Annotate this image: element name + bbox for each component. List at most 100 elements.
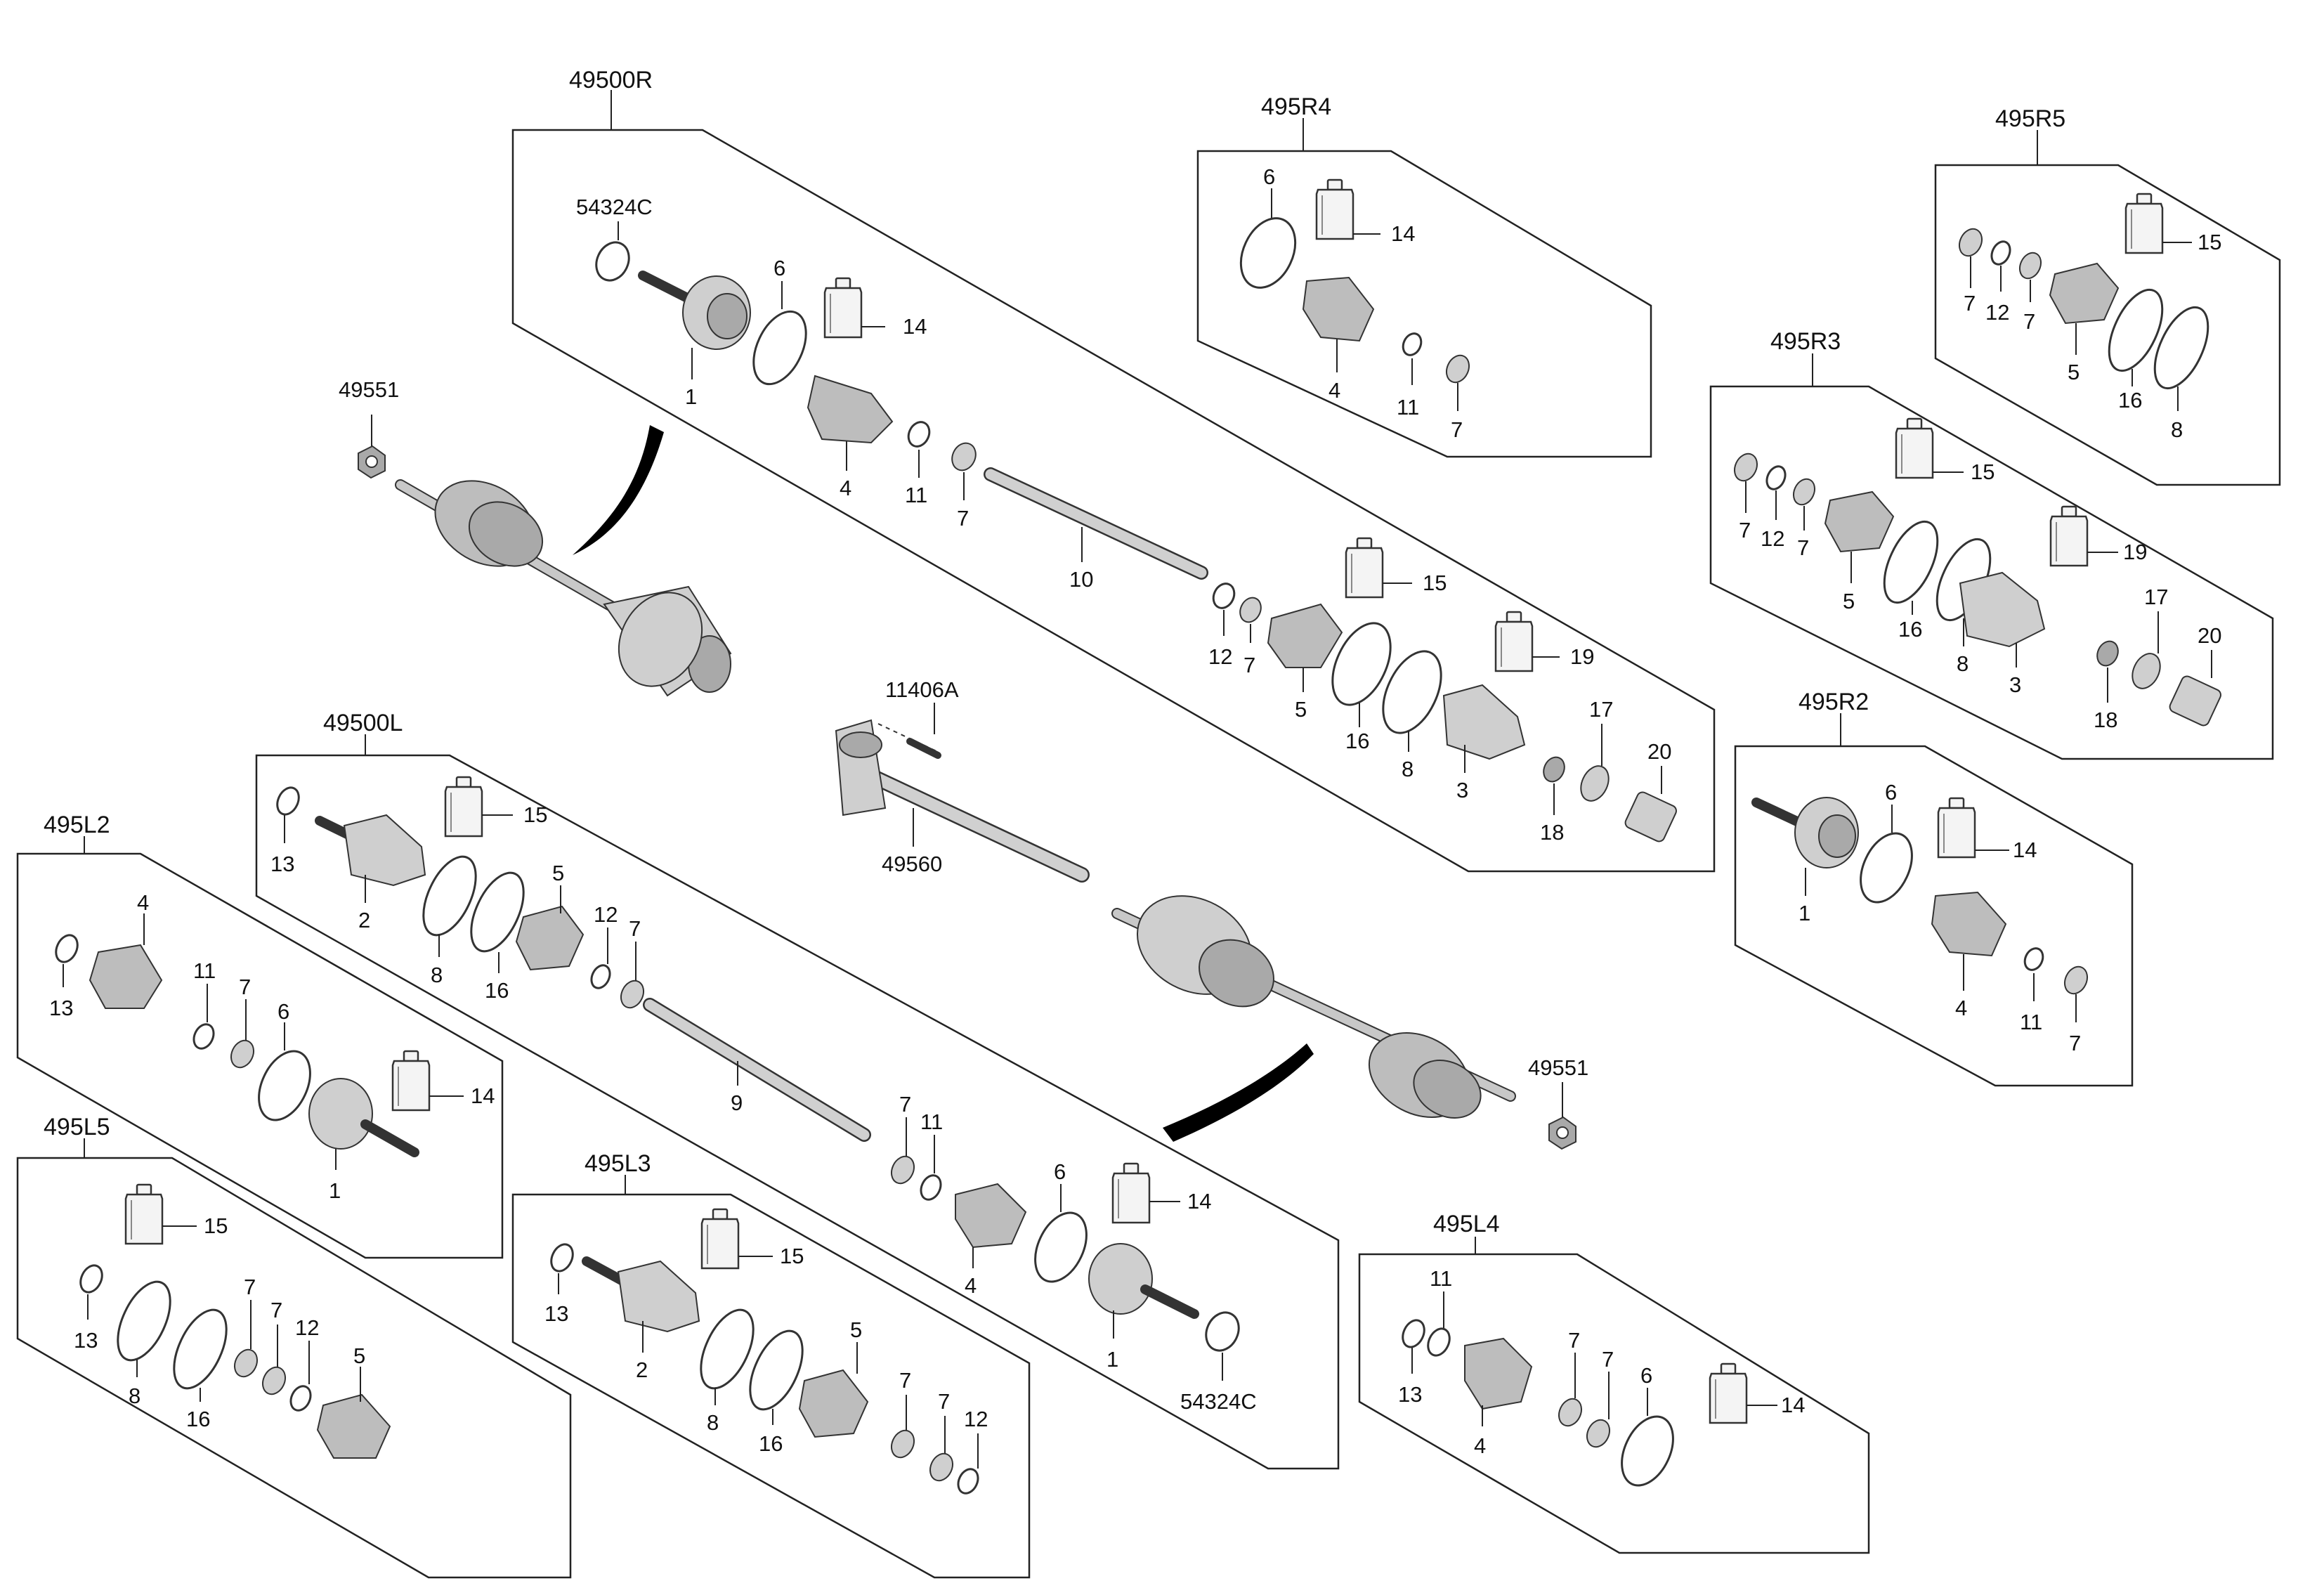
r3-label-8: 3 bbox=[2009, 672, 2021, 697]
parts-495L2: 4 13 11 7 6 14 1 bbox=[49, 890, 495, 1203]
l-main-label-4: 16 bbox=[485, 978, 509, 1003]
r3-label-4: 15 bbox=[1971, 460, 1995, 484]
l3-label-3: 8 bbox=[707, 1410, 719, 1435]
group-label-495R3: 495R3 bbox=[1770, 328, 1841, 355]
r-main-label-12: 16 bbox=[1345, 729, 1369, 753]
l-main-label-2: 15 bbox=[523, 802, 547, 827]
left-drive-shaft-assembly bbox=[1111, 895, 1516, 1119]
frame-495L4: 495L4 bbox=[1358, 1211, 1870, 1554]
r-main-label-18: 20 bbox=[1647, 739, 1671, 764]
l-main-label-10: 11 bbox=[920, 1109, 943, 1134]
l5-label-2: 8 bbox=[129, 1384, 141, 1408]
r3-label-7: 19 bbox=[2123, 540, 2147, 564]
l-main-label-7: 7 bbox=[629, 916, 641, 941]
l4-label-4: 6 bbox=[1640, 1363, 1652, 1388]
pointer-arrow-bottom bbox=[1163, 1043, 1314, 1142]
l3-label-8: 12 bbox=[964, 1407, 988, 1431]
l3-label-4: 16 bbox=[759, 1431, 783, 1456]
l2-label-0: 4 bbox=[137, 890, 149, 915]
l-main-label-14: 1 bbox=[1106, 1347, 1118, 1372]
l4-label-2: 7 bbox=[1568, 1328, 1580, 1353]
l2-label-5: 14 bbox=[471, 1083, 495, 1108]
l-main-label-13: 14 bbox=[1187, 1189, 1211, 1213]
group-label-495L4: 495L4 bbox=[1433, 1211, 1500, 1237]
r-main-label-3: 14 bbox=[903, 314, 927, 339]
l3-label-7: 7 bbox=[938, 1389, 950, 1414]
l2-label-6: 1 bbox=[329, 1178, 341, 1203]
l4-label-1: 13 bbox=[1398, 1382, 1422, 1407]
parts-495L4: 11 13 7 7 6 14 4 bbox=[1398, 1266, 1805, 1487]
r5-label-6: 8 bbox=[2171, 417, 2183, 442]
parts-495R5: 7 12 7 5 15 16 8 bbox=[1958, 193, 2221, 442]
parts-495R2: 1 6 14 4 11 7 bbox=[1751, 780, 2089, 1055]
r4-label-1: 14 bbox=[1391, 221, 1415, 246]
l4-label-6: 4 bbox=[1474, 1433, 1486, 1458]
l3-label-5: 5 bbox=[850, 1317, 862, 1342]
frame-495R5: 495R5 bbox=[1934, 105, 2281, 486]
nut-49551-bottom: 49551 bbox=[1528, 1055, 1588, 1150]
l-main-label-12: 6 bbox=[1054, 1159, 1066, 1184]
r3-label-0: 7 bbox=[1739, 518, 1751, 542]
right-drive-shaft-assembly bbox=[395, 479, 732, 697]
l2-label-2: 11 bbox=[193, 958, 216, 983]
r-main-label-7: 10 bbox=[1069, 567, 1093, 592]
parts-495L5: 15 13 8 16 7 7 12 5 bbox=[74, 1183, 391, 1459]
r2-label-1: 6 bbox=[1885, 780, 1897, 805]
parts-495L3: 13 15 2 8 16 5 7 7 12 bbox=[544, 1208, 988, 1495]
r3-label-3: 5 bbox=[1843, 589, 1855, 613]
frame-49500L: 49500L bbox=[255, 710, 1340, 1470]
group-label-495L3: 495L3 bbox=[585, 1150, 651, 1177]
l-main-label-15: 54324C bbox=[1180, 1389, 1257, 1414]
r2-label-3: 4 bbox=[1955, 996, 1967, 1020]
l3-label-2: 2 bbox=[636, 1358, 648, 1382]
l-main-label-5: 5 bbox=[552, 861, 564, 885]
l4-label-5: 14 bbox=[1781, 1393, 1805, 1417]
l5-label-5: 7 bbox=[270, 1298, 282, 1322]
l3-label-6: 7 bbox=[899, 1368, 911, 1393]
r5-label-1: 12 bbox=[1985, 300, 2009, 325]
r5-label-2: 7 bbox=[2023, 309, 2035, 334]
frame-495L5: 495L5 bbox=[16, 1114, 572, 1579]
r-main-label-13: 8 bbox=[1402, 757, 1414, 781]
parts-495R3: 7 12 7 5 15 16 8 19 3 17 18 20 bbox=[1733, 417, 2221, 732]
group-label-49500L: 49500L bbox=[323, 710, 403, 736]
parts-49500L: 13 2 15 8 16 5 12 7 9 7 11 4 bbox=[270, 776, 1257, 1414]
r-main-label-14: 19 bbox=[1570, 644, 1594, 669]
r3-label-10: 18 bbox=[2094, 708, 2117, 732]
parts-49500R: 54324C 1 6 14 4 11 7 10 12 bbox=[576, 195, 1677, 845]
l2-label-3: 7 bbox=[239, 975, 251, 999]
group-label-495R5: 495R5 bbox=[1995, 105, 2065, 132]
r3-label-2: 7 bbox=[1797, 535, 1809, 560]
r-main-label-2: 6 bbox=[773, 256, 785, 280]
r2-label-5: 7 bbox=[2069, 1031, 2081, 1055]
r-main-label-17: 18 bbox=[1540, 820, 1564, 845]
l-main-label-8: 9 bbox=[731, 1091, 743, 1115]
r-main-label-1: 1 bbox=[685, 384, 697, 409]
r-main-label-9: 7 bbox=[1243, 653, 1255, 677]
r-main-label-10: 5 bbox=[1295, 697, 1307, 722]
intermediate-shaft-49560: 49560 bbox=[835, 719, 1090, 883]
r-main-label-5: 11 bbox=[905, 483, 927, 507]
frame-495R2: 495R2 bbox=[1734, 689, 2134, 1087]
r-main-label-0: 54324C bbox=[576, 195, 653, 219]
l5-label-3: 16 bbox=[186, 1407, 210, 1431]
group-label-495L2: 495L2 bbox=[44, 812, 110, 838]
l4-label-3: 7 bbox=[1602, 1347, 1614, 1372]
parts-495R4: 6 14 4 11 7 bbox=[1239, 164, 1470, 442]
group-label-49500R: 49500R bbox=[569, 67, 653, 93]
l-main-label-6: 12 bbox=[594, 902, 618, 927]
r3-label-9: 17 bbox=[2144, 585, 2168, 609]
part-label-49551-top: 49551 bbox=[339, 377, 399, 402]
r-main-label-6: 7 bbox=[957, 506, 969, 531]
frame-495R3: 495R3 bbox=[1709, 328, 2274, 760]
r2-label-2: 14 bbox=[2013, 838, 2037, 862]
part-label-49551-bottom: 49551 bbox=[1528, 1055, 1588, 1080]
r-main-label-4: 4 bbox=[840, 476, 851, 500]
r4-label-2: 4 bbox=[1329, 378, 1340, 403]
l4-label-0: 11 bbox=[1430, 1266, 1452, 1291]
r3-label-6: 8 bbox=[1957, 651, 1969, 676]
l5-label-0: 15 bbox=[204, 1213, 228, 1238]
frame-49500R: 49500R bbox=[511, 67, 1716, 873]
group-label-495R2: 495R2 bbox=[1799, 689, 1869, 715]
